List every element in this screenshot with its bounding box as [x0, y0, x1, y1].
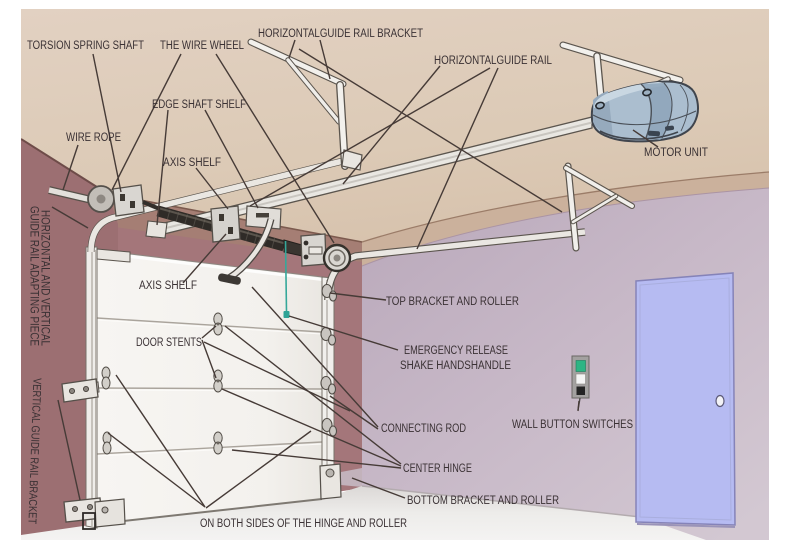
- svg-text:HORIZONTALGUIDE RAIL BRACKET: HORIZONTALGUIDE RAIL BRACKET: [258, 28, 423, 40]
- svg-text:THE WIRE WHEEL: THE WIRE WHEEL: [160, 40, 245, 52]
- svg-text:ON BOTH SIDES OF THE HINGE AND: ON BOTH SIDES OF THE HINGE AND ROLLER: [200, 518, 407, 530]
- svg-text:GUIDE RAIL ADAPTING PIECE: GUIDE RAIL ADAPTING PIECE: [28, 206, 40, 346]
- svg-text:WIRE ROPE: WIRE ROPE: [66, 132, 121, 144]
- svg-text:CONNECTING ROD: CONNECTING ROD: [381, 423, 466, 435]
- svg-text:AXIS SHELF: AXIS SHELF: [139, 280, 197, 292]
- svg-text:HORIZONTALGUIDE RAIL: HORIZONTALGUIDE RAIL: [434, 55, 553, 67]
- svg-text:TOP BRACKET AND ROLLER: TOP BRACKET AND ROLLER: [386, 296, 519, 308]
- svg-text:BOTTOM BRACKET AND ROLLER: BOTTOM BRACKET AND ROLLER: [407, 495, 559, 507]
- svg-text:SHAKE HANDSHANDLE: SHAKE HANDSHANDLE: [400, 360, 511, 372]
- svg-text:CENTER HINGE: CENTER HINGE: [403, 463, 472, 475]
- svg-text:EDGE SHAFT SHELF: EDGE SHAFT SHELF: [152, 99, 246, 111]
- svg-text:EMERGENCY RELEASE: EMERGENCY RELEASE: [404, 345, 508, 357]
- svg-text:WALL BUTTON SWITCHES: WALL BUTTON SWITCHES: [512, 419, 633, 431]
- svg-text:TORSION SPRING SHAFT: TORSION SPRING SHAFT: [27, 40, 144, 52]
- svg-text:AXIS SHELF: AXIS SHELF: [163, 157, 221, 169]
- svg-text:HORIZONTAL AND VERTICAL: HORIZONTAL AND VERTICAL: [39, 210, 51, 347]
- svg-text:VERTICAL GUIDE RAIL BRACKET: VERTICAL GUIDE RAIL BRACKET: [25, 378, 42, 524]
- svg-text:MOTOR UNIT: MOTOR UNIT: [644, 147, 708, 159]
- svg-text:DOOR STENTS: DOOR STENTS: [136, 337, 202, 349]
